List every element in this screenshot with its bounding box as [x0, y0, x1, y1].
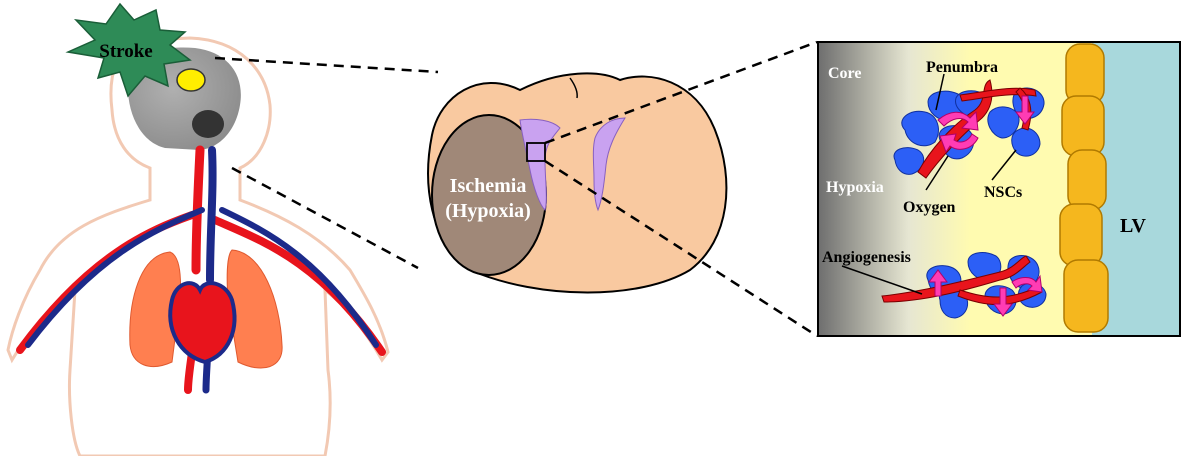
- oxygen-arrow-icon: [1015, 95, 1035, 125]
- oxygen-arrow-icon: [993, 287, 1013, 317]
- oxygen-arrow-icon: [928, 269, 948, 297]
- oxygen-arrow-icon: [937, 110, 979, 131]
- zoom-region-box: [526, 142, 546, 162]
- ischemia-label-line1: Ischemia: [450, 175, 527, 197]
- connector-lines-zoom: [544, 40, 818, 338]
- oxygen-label: Oxygen: [903, 199, 956, 216]
- midline-notch: [569, 77, 578, 99]
- stroke-burst: Stroke: [65, 2, 192, 98]
- lv-label: LV: [1120, 215, 1147, 237]
- heart-icon: [168, 281, 237, 365]
- human-figure: [6, 36, 390, 456]
- left-ventricle-shape: [519, 118, 561, 211]
- zoom-panel-border: [817, 41, 1181, 337]
- stroke-label: Stroke: [99, 41, 152, 62]
- right-ventricle-shape: [592, 117, 626, 212]
- stroke-burst-icon: [65, 2, 192, 98]
- left-lung: [129, 251, 181, 367]
- connector-lines-head: [214, 56, 439, 270]
- cerebellum-icon: [192, 110, 224, 138]
- nscs-label: NSCs: [984, 184, 1022, 201]
- ischemia-label-line2: (Hypoxia): [445, 200, 531, 222]
- zoom-panel: Core Penumbra Hypoxia LV: [817, 41, 1181, 337]
- penumbra-label: Penumbra: [926, 59, 998, 76]
- ventricle-wall: [1059, 43, 1109, 333]
- pointer-lines: [841, 73, 1017, 295]
- oxygen-arrows: [928, 95, 1043, 317]
- oxygen-arrow-icon: [939, 133, 979, 154]
- oxygen-arrow-icon: [1011, 274, 1043, 293]
- core-label: Core: [828, 65, 861, 82]
- hypoxia-label: Hypoxia: [826, 179, 884, 196]
- ischemic-spot-icon: [176, 68, 206, 92]
- angiogenesis-label: Angiogenesis: [822, 249, 911, 266]
- right-lung: [226, 249, 283, 369]
